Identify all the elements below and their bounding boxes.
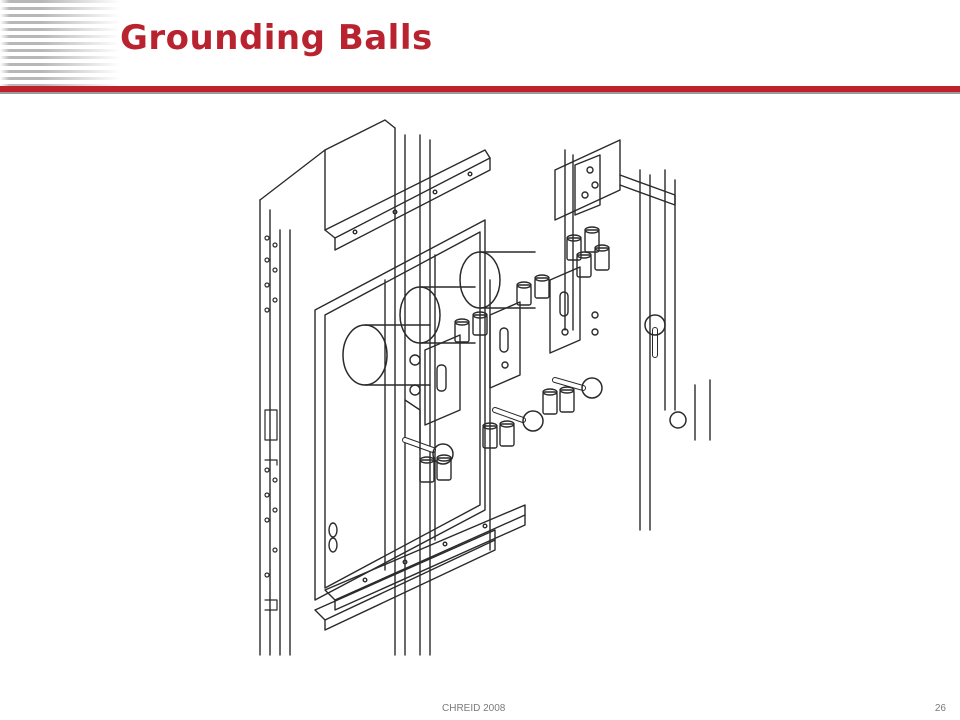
title-rule-red — [0, 86, 960, 92]
slide-title: Grounding Balls — [120, 18, 433, 58]
top-bracket — [324, 149, 491, 251]
terminal-pads — [409, 266, 599, 426]
relay-block — [554, 139, 676, 221]
bushings — [342, 251, 536, 386]
page-number: 26 — [934, 703, 946, 714]
rail-holes — [264, 235, 278, 611]
lower-clamps — [404, 386, 575, 483]
footer-credit: CHREID 2008 — [442, 703, 506, 714]
title-rule-gray — [0, 92, 960, 94]
grounding-balls-illustration — [259, 119, 711, 656]
cabinet-frame — [259, 119, 711, 656]
lug-caps — [454, 226, 610, 343]
bottom-bracket — [314, 504, 526, 631]
corner-stripe-decoration — [0, 0, 120, 88]
grounding-balls — [402, 314, 687, 465]
back-plate — [314, 219, 486, 601]
